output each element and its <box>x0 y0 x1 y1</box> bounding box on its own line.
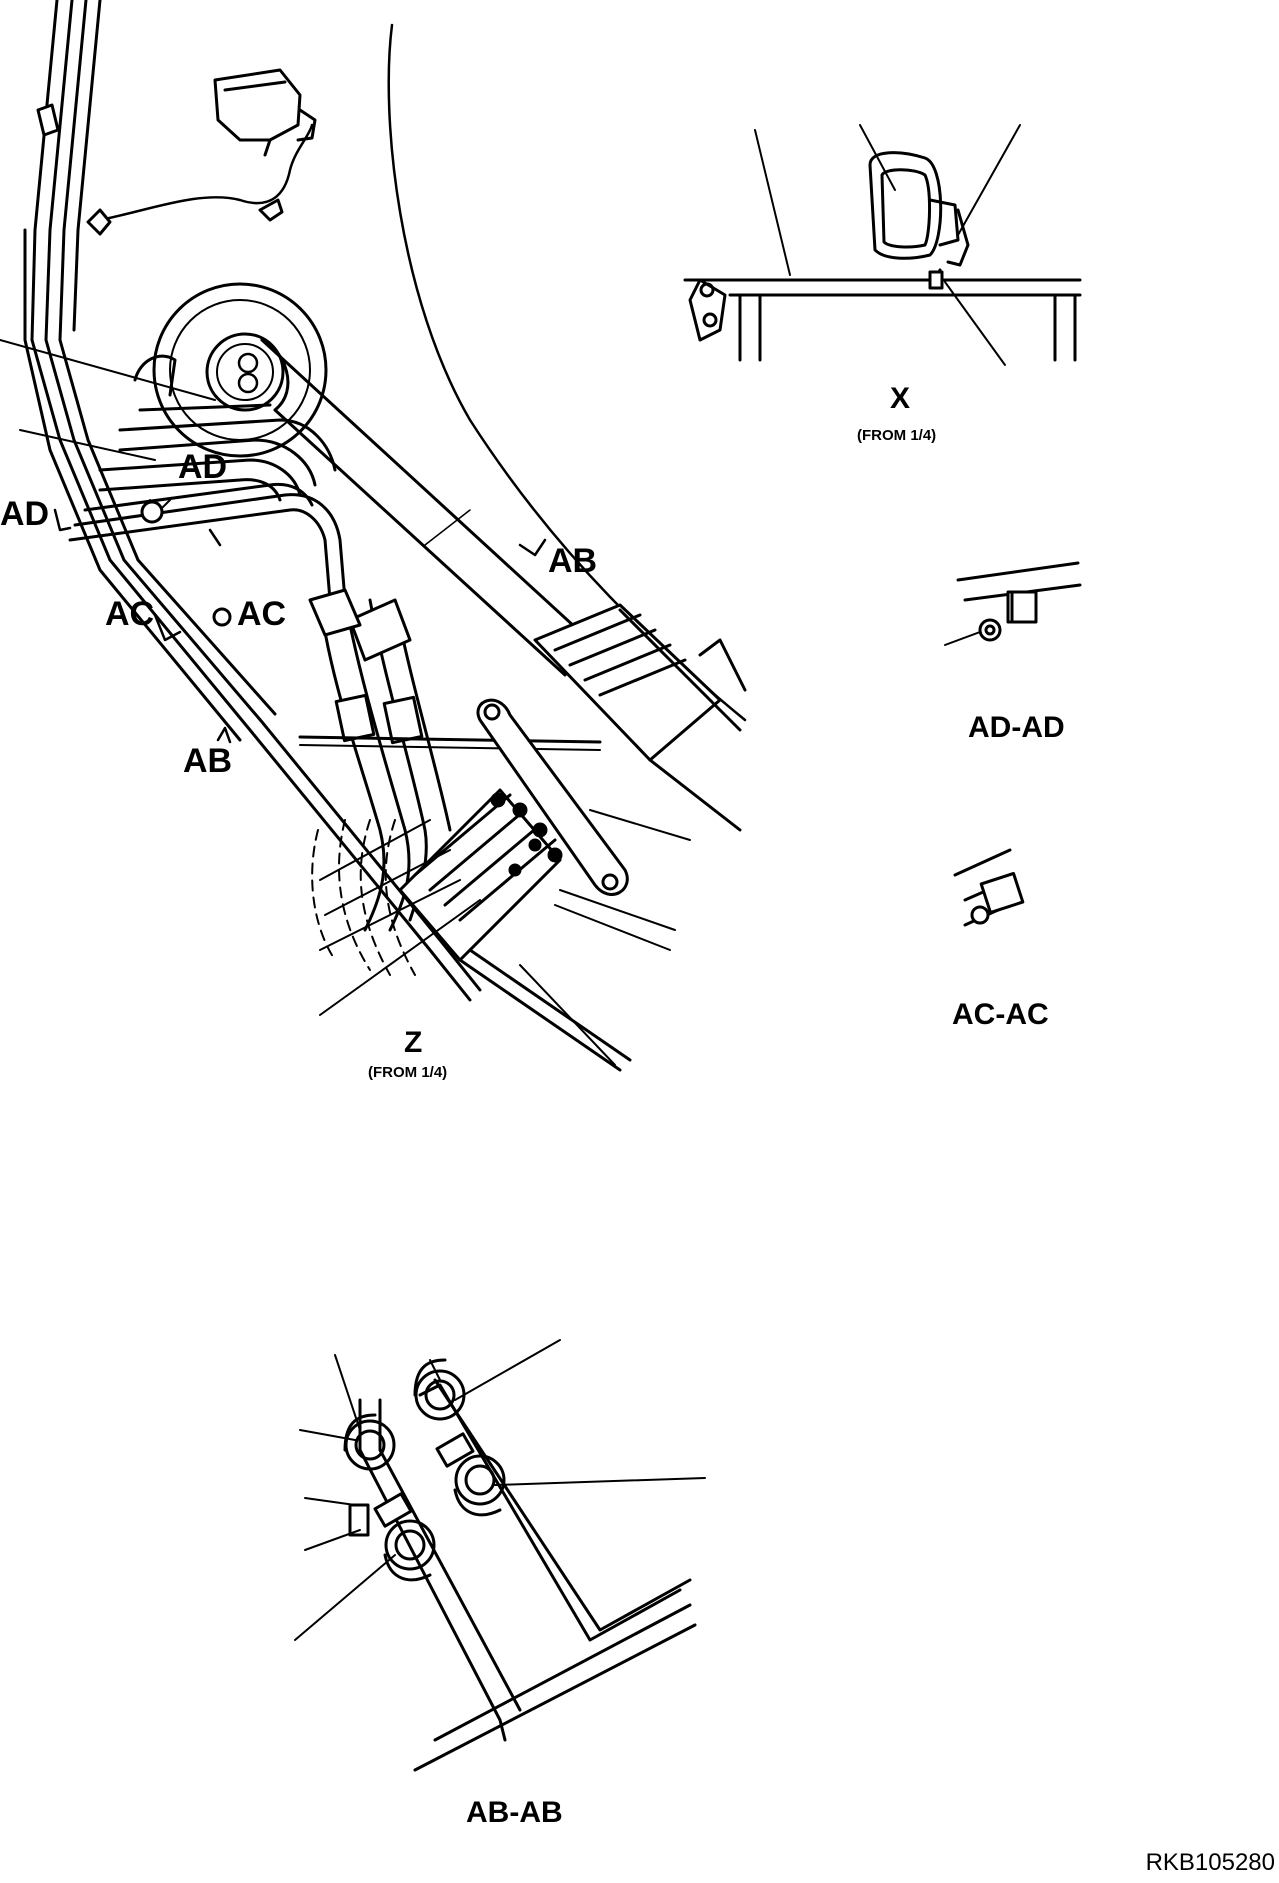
cab-outer-arc <box>387 23 747 722</box>
view-x-drawing <box>683 124 1082 366</box>
hidden-lines <box>311 819 416 976</box>
round-housing <box>152 282 328 458</box>
view-z-title: Z <box>404 1026 422 1059</box>
view-ad-ad-drawing <box>944 561 1082 646</box>
view-z-drawing <box>0 0 747 1072</box>
section-label-ac-left: AC <box>105 595 154 633</box>
mirror-housing <box>213 68 317 157</box>
section-label-ad-left: AD <box>0 495 49 533</box>
view-ab-ab-drawing <box>294 1339 706 1772</box>
view-ac-ac-drawing <box>953 848 1025 927</box>
section-label-ab-upper: AB <box>548 542 597 580</box>
link-rod <box>476 698 629 896</box>
view-ac-ac-title: AC-AC <box>952 998 1049 1031</box>
drawing-code: RKB105280 <box>1146 1849 1275 1876</box>
wire-harness <box>98 123 314 222</box>
wire-clip <box>86 208 112 236</box>
wire-clip <box>258 198 284 222</box>
view-x-note: (FROM 1/4) <box>857 427 936 444</box>
leader-lines <box>0 339 691 1066</box>
lift-arm <box>260 338 747 832</box>
rail-clip <box>36 103 60 137</box>
view-ad-ad-title: AD-AD <box>968 711 1065 744</box>
section-label-ad-top: AD <box>178 448 227 486</box>
section-label-ac-right: AC <box>237 595 286 633</box>
section-markers <box>53 508 547 744</box>
cross-bar <box>298 735 602 744</box>
section-label-ab-lower: AB <box>183 742 232 780</box>
view-z-note: (FROM 1/4) <box>368 1064 447 1081</box>
hydraulic-tubes <box>68 354 347 627</box>
view-ab-ab-title: AB-AB <box>466 1796 563 1829</box>
mounting-block <box>398 788 632 1072</box>
view-x-title: X <box>890 382 910 415</box>
